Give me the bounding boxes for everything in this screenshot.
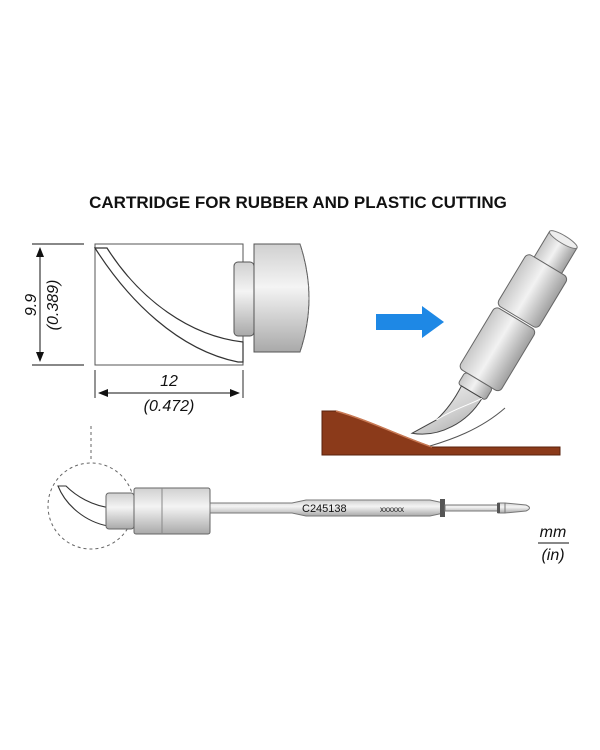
unit-metric: mm bbox=[540, 524, 567, 541]
tip-detail-view bbox=[32, 243, 310, 398]
unit-imperial: (in) bbox=[541, 547, 564, 564]
width-mm-label: 12 bbox=[160, 373, 178, 390]
cutting-blade bbox=[410, 385, 483, 435]
blade-outline bbox=[93, 247, 244, 363]
width-in-label: (0.472) bbox=[144, 398, 195, 415]
serial-code: xxxxxx bbox=[380, 505, 404, 514]
tip-collar-detail bbox=[233, 261, 255, 337]
diagram-title: CARTRIDGE FOR RUBBER AND PLASTIC CUTTING bbox=[89, 193, 507, 212]
cartridge-side-view bbox=[47, 426, 530, 550]
usage-illustration bbox=[321, 230, 578, 456]
height-in-label: (0.389) bbox=[45, 280, 62, 331]
blue-arrow-icon bbox=[376, 306, 444, 338]
height-mm-label: 9.9 bbox=[23, 294, 40, 316]
model-number: C245138 bbox=[302, 503, 347, 515]
tip-cap-detail bbox=[253, 243, 310, 353]
handle-upper bbox=[497, 254, 568, 328]
